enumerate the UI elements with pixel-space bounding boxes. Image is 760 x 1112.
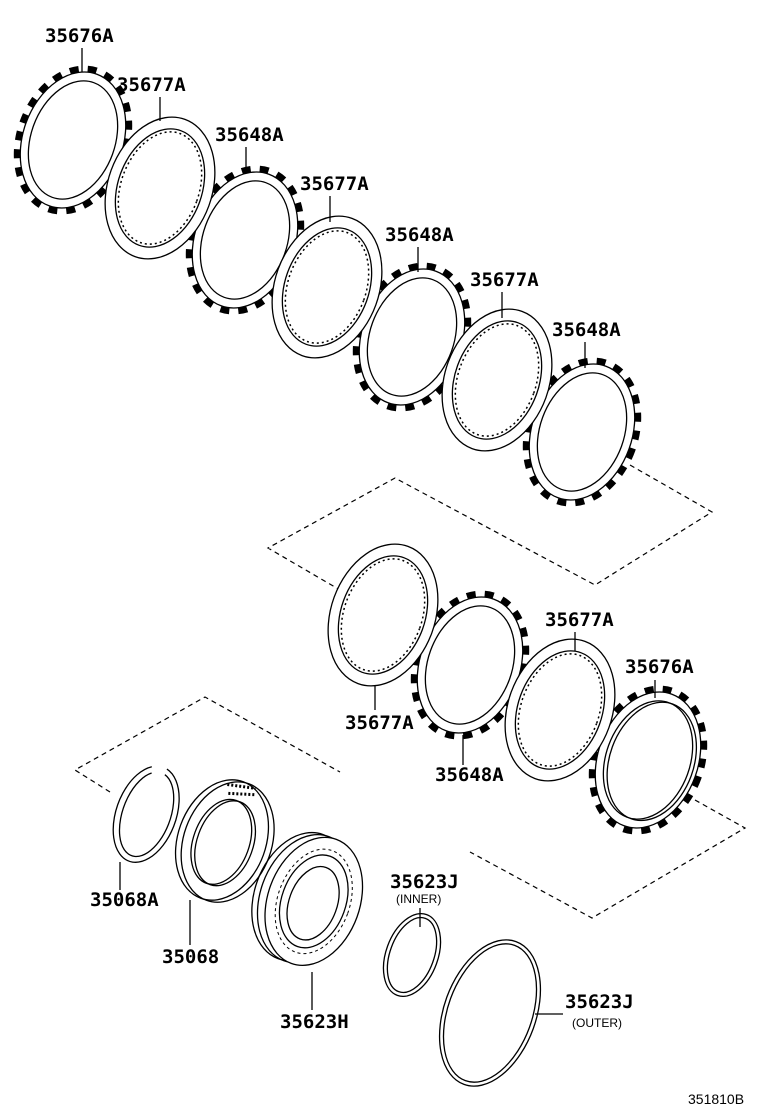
friction-disc-35677A-1 (104, 116, 216, 260)
label-35623J-outer: 35623J (565, 991, 634, 1013)
label-35676A-top: 35676A (45, 25, 114, 47)
note-outer: (OUTER) (572, 1016, 622, 1030)
piston-35623H (251, 831, 364, 967)
label-35068A: 35068A (90, 889, 159, 911)
o-ring-35623J-outer (438, 939, 542, 1087)
label-35677A-1: 35677A (117, 74, 186, 96)
label-35677A-3: 35677A (470, 269, 539, 291)
label-35648A-4: 35648A (435, 764, 504, 786)
label-35676A-bottom: 35676A (625, 656, 694, 678)
diagram-reference-number: 351810B (688, 1091, 744, 1107)
label-35677A-2: 35677A (300, 173, 369, 195)
note-inner: (INNER) (396, 892, 441, 906)
label-35068: 35068 (162, 946, 219, 968)
spring-retainer-35068 (174, 779, 275, 903)
label-35677A-5: 35677A (545, 609, 614, 631)
group-outline-upper (266, 464, 714, 591)
group-outline-lower-right (469, 799, 747, 919)
friction-disc-35677A-5 (504, 638, 616, 782)
friction-disc-35677A-2 (271, 215, 383, 359)
label-35677A-4: 35677A (345, 712, 414, 734)
o-ring-35623J-inner (382, 912, 442, 998)
leader-lines (81, 48, 656, 1015)
friction-disc-35677A-4 (327, 543, 439, 687)
label-35648A-2: 35648A (385, 224, 454, 246)
friction-disc-35677A-3 (441, 308, 553, 452)
snap-ring-35068A (112, 766, 180, 863)
label-35648A-1: 35648A (215, 124, 284, 146)
group-outline-lower (73, 696, 341, 793)
label-35623H: 35623H (280, 1011, 349, 1033)
label-35623J-inner: 35623J (390, 871, 459, 893)
label-35648A-3: 35648A (552, 319, 621, 341)
